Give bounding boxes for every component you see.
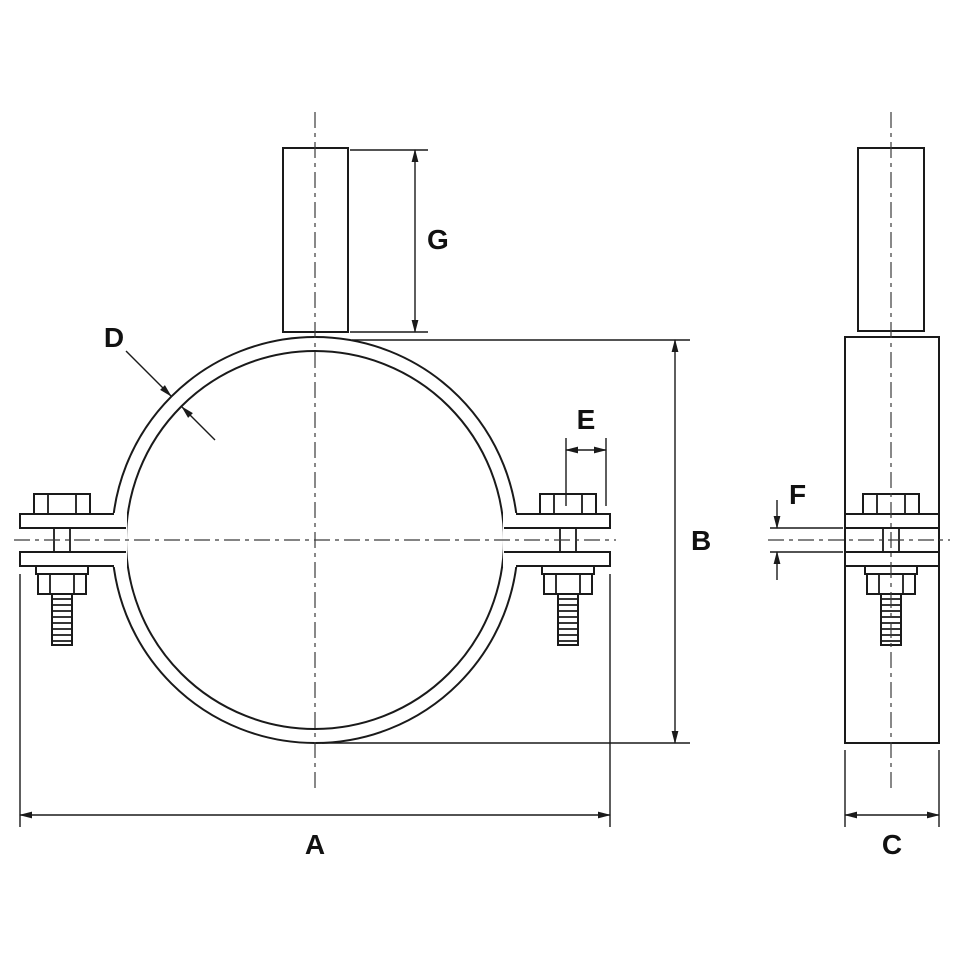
dimensions: G D E B A	[19, 149, 940, 860]
dimension-e: E	[565, 404, 607, 506]
dimension-label-g: G	[427, 224, 449, 255]
dimension-a: A	[19, 574, 611, 860]
dimension-label-d: D	[104, 322, 124, 353]
dimension-g: G	[350, 149, 449, 333]
dimension-label-f: F	[789, 479, 806, 510]
dimension-label-b: B	[691, 525, 711, 556]
dimension-c: C	[844, 750, 940, 860]
dimension-b: B	[322, 339, 711, 744]
centerlines	[14, 112, 950, 790]
dimension-d: D	[104, 322, 216, 441]
dimension-f: F	[770, 479, 843, 580]
side-view	[844, 147, 940, 744]
dimension-label-c: C	[882, 829, 902, 860]
dimension-label-e: E	[577, 404, 596, 435]
dimension-label-a: A	[305, 829, 325, 860]
